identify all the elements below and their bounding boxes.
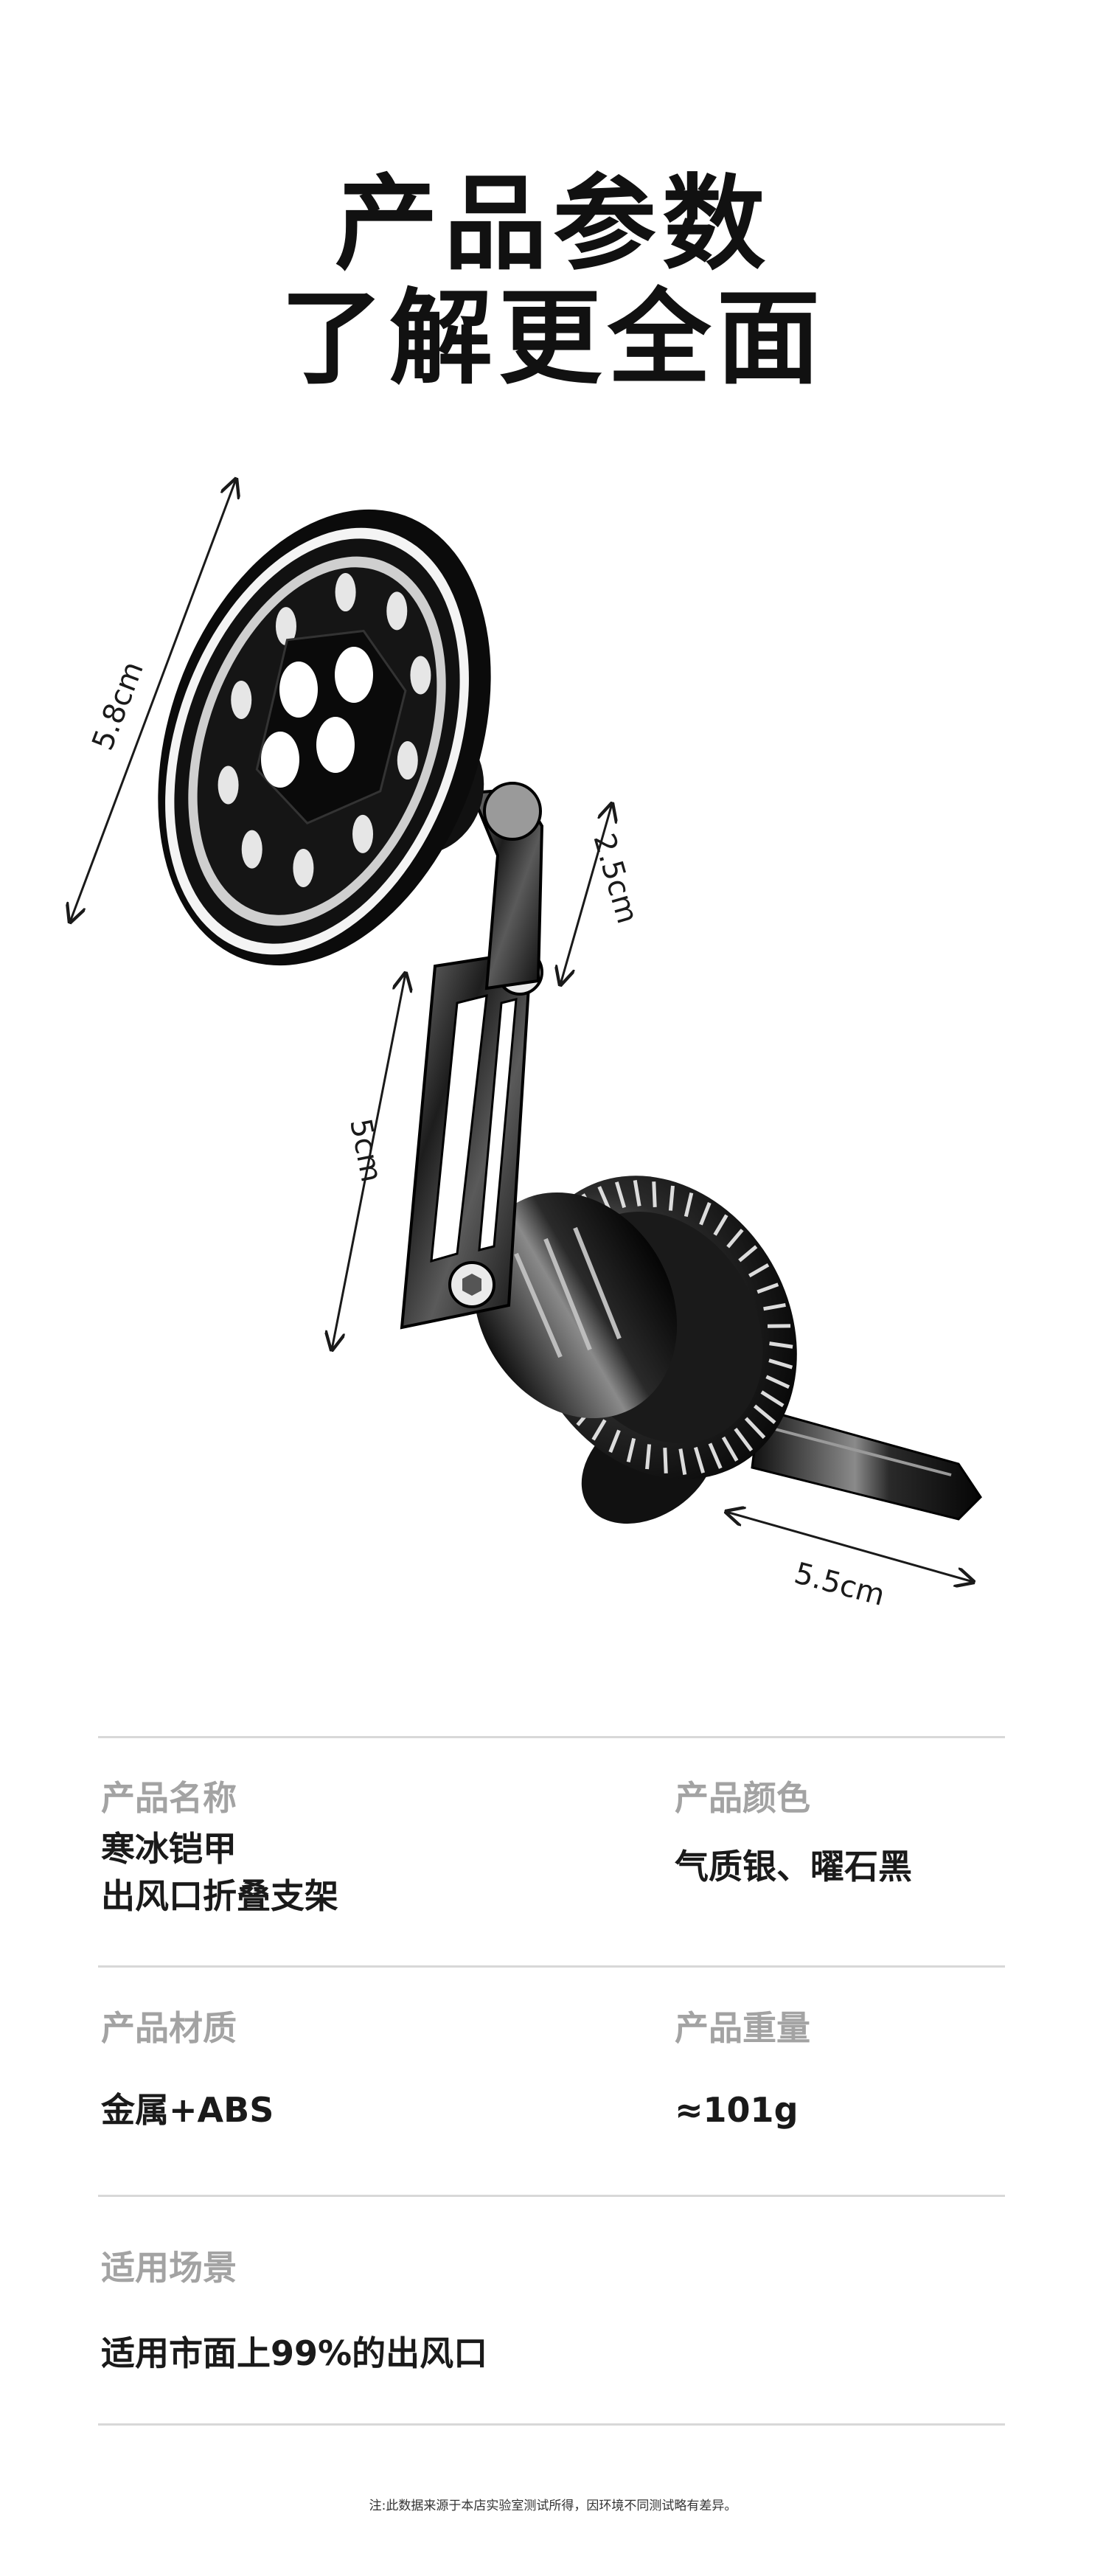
page-title-line2: 了解更全面 [279,279,826,399]
spec-material-label: 产品材质 [101,2008,237,2048]
knob-tooth [744,1417,766,1440]
base-knob [473,1176,797,1524]
knob-tooth [708,1443,723,1469]
knob-tooth [614,1181,627,1209]
divider [98,2423,1005,2426]
knob-tooth [748,1263,770,1278]
dim-clip-label: 5.5cm [790,1556,888,1613]
spec-color-value: 气质银、曜石黑 [675,1847,912,1886]
dimension-lines [70,479,973,1582]
spec-weight-value: ≈101g [675,2090,799,2130]
plate-slot [386,591,408,631]
upper-arm [470,782,544,990]
vent-clip [751,1407,982,1521]
divider [98,1736,1005,1738]
knob-tooth [652,1181,657,1207]
knob-tooth [668,1185,675,1211]
spec-name-label: 产品名称 [101,1778,237,1818]
footnote: 注:此数据来源于本店实验室测试所得，因环境不同测试略有差异。 [369,2499,737,2513]
plate-slot [218,765,239,805]
plate-slot [352,814,374,853]
magnetic-plate [158,509,491,966]
knob-tooth [765,1375,790,1389]
knob-tooth [734,1427,754,1452]
dim-upper-arm-label: 2.5cm [586,830,644,927]
knob-tooth [626,1437,636,1462]
knob-tooth [726,1229,744,1249]
dim-plate-label: 5.8cm [86,657,150,755]
knob-tooth [591,1419,607,1441]
divider [98,1965,1005,1968]
dim-lower-arm-label: 5cm [343,1116,389,1185]
spec-usage-value: 适用市面上99%的出风口 [101,2333,488,2373]
lower-arm [400,948,543,1330]
plate-slot [410,656,431,695]
knob-tooth [608,1429,621,1453]
knob-tooth [699,1202,712,1226]
spec-name-value-line2: 出风口折叠支架 [101,1876,338,1916]
knob-tooth [738,1245,758,1263]
plate-slot [293,848,314,887]
knob-tooth [760,1390,785,1408]
knob-tooth [645,1444,652,1470]
knob-tooth [763,1302,786,1311]
knob-tooth [693,1446,706,1473]
knob-tooth [768,1358,793,1369]
knob-tooth [754,1404,776,1424]
page-title-line1: 产品参数 [334,164,771,285]
knob-tooth [721,1436,739,1462]
knob-tooth [684,1192,694,1218]
knob-tooth [633,1180,641,1207]
spec-weight-label: 产品重量 [675,2008,810,2048]
divider [98,2195,1005,2197]
product-illustration: 5.8cm 2.5cm 5cm 5.5cm [0,442,982,1613]
spec-usage-label: 适用场景 [101,2248,237,2288]
knob-tooth [713,1214,728,1236]
plate-slot [275,607,296,646]
spec-material-value: 金属+ABS [101,2090,274,2130]
knob-tooth [663,1448,668,1473]
plate-slot [231,680,252,719]
knob-tooth [769,1341,793,1349]
spec-name-value-line1: 寒冰铠甲 [101,1829,237,1869]
plate-slot [335,573,356,612]
spec-color-label: 产品颜色 [675,1778,810,1818]
plate-slot [241,830,262,869]
plate-slot [397,741,418,780]
knob-tooth [678,1448,687,1475]
knob-tooth [757,1282,779,1294]
